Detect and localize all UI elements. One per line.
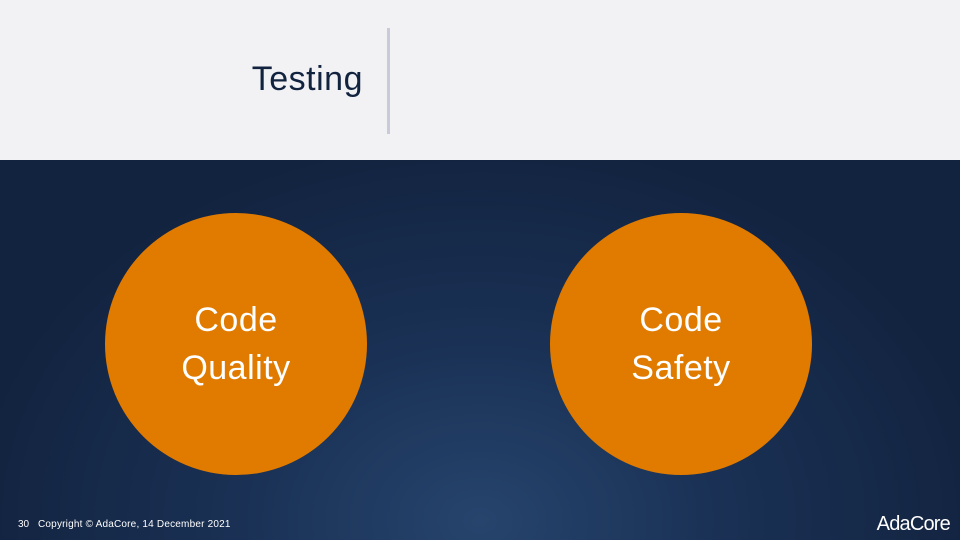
code-quality-circle: Code Quality (105, 213, 367, 475)
code-quality-line1: Code (194, 301, 278, 339)
adacore-logo: AdaCore (876, 513, 951, 535)
page-number: 30 (18, 519, 30, 530)
header-divider (387, 28, 390, 134)
code-safety-line2: Safety (631, 349, 731, 387)
copyright-text: Copyright © AdaCore, 14 December 2021 (38, 519, 231, 530)
slide-header: Testing (0, 0, 960, 160)
code-safety-circle: Code Safety (550, 213, 812, 475)
code-safety-line1: Code (639, 301, 723, 339)
slide-title: Testing (251, 60, 363, 98)
code-quality-line2: Quality (181, 349, 291, 387)
